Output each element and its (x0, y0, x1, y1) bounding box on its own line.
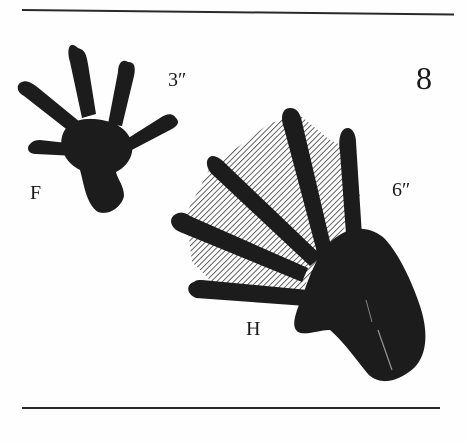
print-f-toe (108, 61, 135, 126)
print-f-size: 3″ (168, 70, 186, 90)
print-h-label: H (246, 319, 260, 339)
print-f-palm (61, 119, 132, 213)
print-h-size: 6″ (392, 180, 410, 200)
page-number: 8 (416, 62, 432, 94)
print-h (171, 108, 425, 381)
bottom-rule (22, 407, 440, 409)
print-f (18, 45, 178, 213)
print-f-label: F (30, 183, 41, 203)
print-f-toe (68, 45, 96, 118)
